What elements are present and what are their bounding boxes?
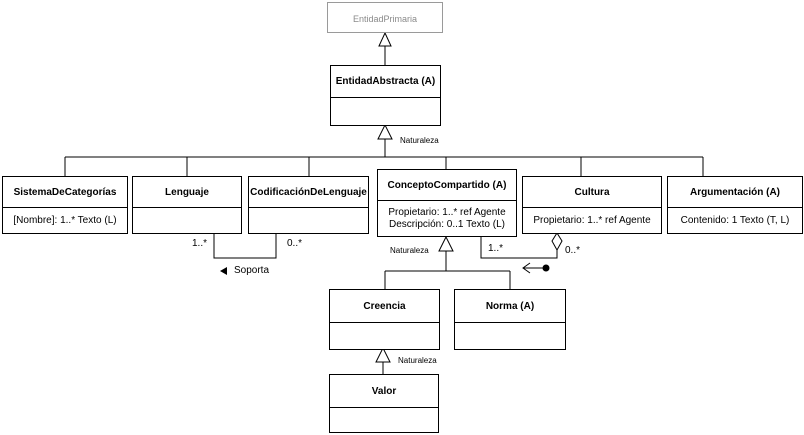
class-valor[interactable]: Valor	[329, 374, 439, 433]
class-name: Norma (A)	[485, 300, 535, 312]
class-divider	[249, 207, 368, 208]
aggregation-diamond	[551, 232, 563, 252]
class-divider	[523, 207, 661, 208]
class-name: Argumentación (A)	[690, 186, 780, 198]
role-label-naturaleza-mid: Naturaleza	[390, 246, 429, 255]
association-end-dot	[542, 264, 550, 272]
class-name: EntidadAbstracta (A)	[335, 76, 436, 87]
generalization-arrowhead-primaria	[378, 31, 392, 47]
class-name: Cultura	[574, 186, 610, 198]
class-divider	[3, 207, 127, 208]
role-label-naturaleza-bottom: Naturaleza	[398, 356, 437, 365]
class-name: Creencia	[363, 300, 406, 312]
class-creencia[interactable]: Creencia	[329, 289, 440, 350]
multiplicity-lenguaje: 1..*	[192, 238, 208, 249]
class-entidad-abstracta[interactable]: EntidadAbstracta (A)	[330, 65, 441, 126]
class-name: Lenguaje	[165, 186, 209, 198]
multiplicity-concepto: 1..*	[488, 243, 504, 254]
attribute: Propietario: 1..* ref Agente	[533, 215, 651, 226]
association-soporta	[213, 233, 277, 259]
class-entidad-primaria[interactable]: EntidadPrimaria	[327, 2, 443, 33]
multiplicity-cultura: 0..*	[565, 245, 581, 256]
association-name-soporta: Soporta	[234, 265, 270, 276]
class-attributes: Contenido: 1 Texto (T, L)	[668, 208, 802, 234]
class-divider	[133, 207, 241, 208]
class-attributes: Propietario: 1..* ref Agente Descripción…	[378, 201, 516, 237]
attribute: Descripción: 0..1 Texto (L)	[389, 219, 505, 230]
class-attributes: Propietario: 1..* ref Agente	[523, 208, 661, 234]
class-divider	[668, 207, 802, 208]
class-cultura[interactable]: Cultura Propietario: 1..* ref Agente	[522, 176, 662, 234]
role-label-naturaleza-top: Naturaleza	[400, 136, 439, 145]
class-divider	[331, 97, 440, 98]
association-concepto-cultura	[480, 236, 558, 259]
generalization-arrowhead-creencia	[375, 346, 391, 363]
class-name: ConceptoCompartido (A)	[387, 179, 507, 191]
attribute: [Nombre]: 1..* Texto (L)	[13, 215, 117, 226]
class-sistema-de-categorias[interactable]: SistemaDeCategorías [Nombre]: 1..* Texto…	[2, 176, 128, 234]
class-norma[interactable]: Norma (A)	[454, 289, 566, 350]
class-name: SistemaDeCategorías	[13, 186, 117, 198]
class-argumentacion[interactable]: Argumentación (A) Contenido: 1 Texto (T,…	[667, 176, 803, 234]
generalization-arrowhead-concepto	[438, 235, 454, 252]
generalization-arrowhead-abstracta	[377, 123, 393, 140]
class-name: Valor	[371, 385, 397, 397]
attribute: Contenido: 1 Texto (T, L)	[680, 215, 790, 226]
class-divider	[455, 322, 565, 323]
attribute: Propietario: 1..* ref Agente	[388, 207, 506, 218]
class-divider	[330, 407, 438, 408]
class-divider	[330, 322, 439, 323]
multiplicity-codificacion: 0..*	[287, 238, 303, 249]
class-lenguaje[interactable]: Lenguaje	[132, 176, 242, 234]
class-name: CodificaciónDeLenguaje	[250, 186, 367, 198]
class-attributes: [Nombre]: 1..* Texto (L)	[3, 208, 127, 234]
class-name: EntidadPrimaria	[352, 13, 418, 24]
class-concepto-compartido[interactable]: ConceptoCompartido (A) Propietario: 1..*…	[377, 169, 517, 237]
association-navigation-arrow	[522, 262, 531, 274]
class-codificacion-de-lenguaje[interactable]: CodificaciónDeLenguaje	[248, 176, 369, 234]
association-direction-arrow	[220, 267, 227, 275]
class-divider	[378, 200, 516, 201]
